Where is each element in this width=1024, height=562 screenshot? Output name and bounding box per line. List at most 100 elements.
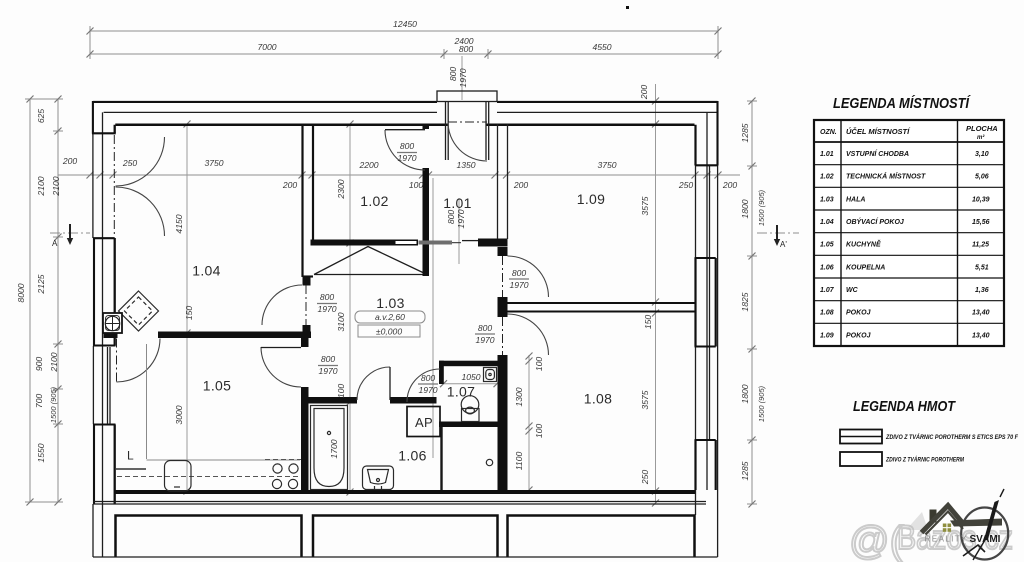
- svg-text:1285: 1285: [740, 461, 750, 480]
- svg-text:HALA: HALA: [846, 196, 865, 203]
- svg-text:ÚČEL MÍSTNOSTÍ: ÚČEL MÍSTNOSTÍ: [846, 127, 911, 136]
- svg-text:250: 250: [122, 158, 138, 168]
- svg-text:A: A: [52, 239, 58, 248]
- svg-text:3100: 3100: [336, 312, 346, 331]
- svg-text:2400: 2400: [453, 36, 473, 46]
- svg-text:1970: 1970: [509, 280, 528, 290]
- svg-text:1.01: 1.01: [443, 195, 471, 211]
- svg-text:2100: 2100: [36, 176, 46, 196]
- svg-text:ZDIVO Z TVÁRNIC POROTHERM: ZDIVO Z TVÁRNIC POROTHERM: [885, 457, 965, 464]
- svg-text:800: 800: [321, 354, 336, 364]
- svg-text:3000: 3000: [174, 405, 184, 424]
- svg-text:13,40: 13,40: [972, 310, 990, 317]
- svg-text:900: 900: [34, 357, 44, 372]
- svg-text:5,06: 5,06: [975, 174, 989, 181]
- svg-text:1.01: 1.01: [820, 151, 834, 158]
- svg-text:LEGENDA HMOT: LEGENDA HMOT: [853, 399, 956, 415]
- svg-text:12450: 12450: [393, 19, 417, 29]
- svg-text:200: 200: [722, 180, 738, 190]
- svg-text:100: 100: [534, 357, 544, 372]
- svg-text:3575: 3575: [640, 390, 650, 409]
- svg-text:1.02: 1.02: [820, 174, 834, 181]
- svg-text:PLOCHA: PLOCHA: [966, 124, 998, 133]
- svg-text:@(: @(: [849, 519, 904, 562]
- svg-text:1350: 1350: [456, 160, 475, 170]
- svg-text:100: 100: [409, 180, 424, 190]
- svg-text:POKOJ: POKOJ: [846, 310, 872, 317]
- svg-text:VSTUPNÍ CHODBA: VSTUPNÍ CHODBA: [846, 149, 909, 158]
- svg-text:700: 700: [34, 394, 44, 409]
- svg-text:1.03: 1.03: [376, 295, 404, 311]
- svg-text:800: 800: [400, 141, 415, 151]
- svg-text:2300: 2300: [336, 179, 346, 199]
- svg-text:1970: 1970: [418, 385, 437, 395]
- svg-text:1800: 1800: [740, 199, 750, 218]
- svg-text:10,39: 10,39: [972, 196, 990, 203]
- svg-text:1.08: 1.08: [584, 391, 612, 407]
- svg-text:4550: 4550: [592, 42, 611, 52]
- svg-text:1.09: 1.09: [577, 191, 605, 207]
- svg-text:1.06: 1.06: [820, 264, 834, 271]
- svg-text:1.09: 1.09: [820, 332, 834, 339]
- svg-text:1100: 1100: [514, 452, 524, 471]
- svg-text:AP: AP: [415, 415, 433, 430]
- svg-text:100: 100: [534, 424, 544, 439]
- svg-text:7000: 7000: [257, 42, 276, 52]
- svg-text:1300: 1300: [514, 387, 524, 406]
- svg-text:1550: 1550: [36, 443, 46, 462]
- svg-text:TECHNICKÁ MÍSTNOST: TECHNICKÁ MÍSTNOST: [846, 172, 926, 181]
- svg-text:ZDIVO Z TVÁRNIC POROTHERM S ET: ZDIVO Z TVÁRNIC POROTHERM S ETICS EPS 70…: [885, 434, 1018, 441]
- svg-text:OZN.: OZN.: [820, 129, 837, 136]
- svg-text:5,51: 5,51: [975, 264, 989, 271]
- svg-text:800: 800: [459, 44, 474, 54]
- svg-text:m²: m²: [977, 134, 985, 141]
- svg-text:3,10: 3,10: [975, 151, 989, 158]
- svg-text:1970: 1970: [317, 304, 336, 314]
- svg-text:KUCHYNĚ: KUCHYNĚ: [846, 240, 881, 249]
- svg-text:3575: 3575: [640, 196, 650, 215]
- svg-text:200: 200: [513, 180, 529, 190]
- svg-text:250: 250: [678, 180, 694, 190]
- svg-text:150: 150: [643, 315, 653, 330]
- svg-text:±0,000: ±0,000: [376, 327, 402, 337]
- svg-text:1.05: 1.05: [820, 242, 834, 249]
- svg-text:1970: 1970: [475, 335, 494, 345]
- svg-text:1825: 1825: [740, 292, 750, 311]
- svg-text:1.04: 1.04: [192, 263, 220, 279]
- svg-text:1.06: 1.06: [398, 448, 426, 464]
- svg-text:1970: 1970: [456, 209, 466, 228]
- svg-text:1.04: 1.04: [820, 219, 834, 226]
- svg-text:100: 100: [336, 384, 346, 399]
- svg-text:1970: 1970: [397, 153, 416, 163]
- svg-text:OBÝVACÍ POKOJ: OBÝVACÍ POKOJ: [846, 217, 905, 226]
- svg-text:800: 800: [478, 323, 493, 333]
- svg-text:3750: 3750: [204, 158, 223, 168]
- svg-text:1,36: 1,36: [975, 287, 989, 294]
- svg-text:800: 800: [421, 373, 436, 383]
- svg-text:2200: 2200: [358, 160, 378, 170]
- svg-text:1050: 1050: [461, 372, 480, 382]
- svg-text:1500 (905): 1500 (905): [757, 189, 766, 226]
- svg-text:1500 (905): 1500 (905): [757, 385, 766, 422]
- svg-text:A': A': [780, 240, 787, 249]
- svg-text:1.03: 1.03: [820, 196, 834, 203]
- svg-text:WC: WC: [846, 287, 859, 294]
- svg-text:1285: 1285: [740, 123, 750, 142]
- svg-text:4150: 4150: [174, 214, 184, 233]
- svg-text:2100: 2100: [51, 176, 61, 196]
- svg-text:LEGENDA MÍSTNOSTÍ: LEGENDA MÍSTNOSTÍ: [833, 95, 972, 112]
- svg-text:13,40: 13,40: [972, 332, 990, 339]
- svg-text:200: 200: [62, 156, 78, 166]
- svg-text:200: 200: [639, 85, 649, 101]
- svg-text:POKOJ: POKOJ: [846, 332, 872, 339]
- svg-text:1.05: 1.05: [203, 378, 231, 394]
- svg-text:1.07: 1.07: [820, 287, 835, 294]
- svg-text:1.08: 1.08: [820, 310, 834, 317]
- svg-text:11,25: 11,25: [972, 242, 989, 249]
- svg-text:1970: 1970: [318, 366, 337, 376]
- svg-text:250: 250: [640, 470, 650, 486]
- svg-text:3750: 3750: [597, 160, 616, 170]
- svg-text:150: 150: [184, 306, 194, 321]
- svg-text:1700: 1700: [329, 439, 339, 458]
- svg-text:625: 625: [36, 109, 46, 124]
